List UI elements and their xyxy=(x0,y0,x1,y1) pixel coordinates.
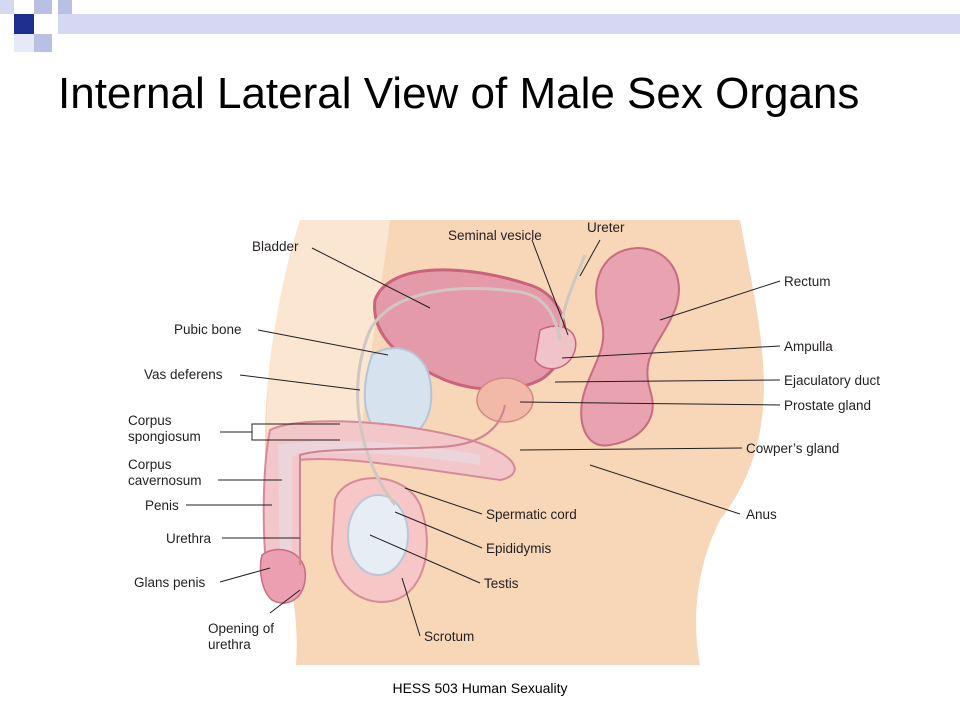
label-opening-urethra-2: urethra xyxy=(208,637,251,652)
label-testis: Testis xyxy=(484,576,519,591)
label-epididymis: Epididymis xyxy=(486,541,552,556)
decor-square-dark xyxy=(14,14,34,34)
label-spermatic-cord: Spermatic cord xyxy=(486,507,577,522)
label-anus: Anus xyxy=(746,507,777,522)
corpus-cavernosum-shape xyxy=(278,441,480,572)
label-corpus-spongiosum: Corpus xyxy=(128,413,172,428)
label-penis: Penis xyxy=(145,498,179,513)
label-pubic-bone: Pubic bone xyxy=(174,322,242,337)
glans-shape xyxy=(259,548,307,604)
vas-deferens-path xyxy=(356,287,562,506)
decor-square-light xyxy=(34,34,52,52)
label-bladder: Bladder xyxy=(252,239,299,254)
label-vas-deferens: Vas deferens xyxy=(144,367,223,382)
prostate-shape xyxy=(476,377,534,423)
label-corpus-spongiosum-2: spongiosum xyxy=(128,429,201,444)
label-rectum: Rectum xyxy=(784,274,831,289)
urethra-path xyxy=(299,404,506,565)
rectum-shape xyxy=(580,247,680,447)
decor-square-mid xyxy=(58,0,72,14)
leader-lines xyxy=(186,239,781,637)
testis-shape xyxy=(347,494,409,576)
label-prostate-gland: Prostate gland xyxy=(784,398,871,413)
label-ureter: Ureter xyxy=(587,220,625,235)
label-ejaculatory-duct: Ejaculatory duct xyxy=(784,373,880,388)
slide-footer: HESS 503 Human Sexuality xyxy=(392,680,568,696)
ureter-path xyxy=(558,254,587,331)
decor-band xyxy=(58,14,960,34)
decor-square-pale xyxy=(14,34,34,52)
pubic-bone-shape xyxy=(363,347,433,442)
label-cowpers-gland: Cowper’s gland xyxy=(746,441,839,456)
decor-square-light xyxy=(34,0,52,14)
slide-title: Internal Lateral View of Male Sex Organs xyxy=(58,69,860,118)
label-corpus-cavernosum: Corpus xyxy=(128,457,172,472)
label-opening-urethra: Opening of xyxy=(208,621,274,636)
label-scrotum: Scrotum xyxy=(424,629,474,644)
slide-decoration xyxy=(0,0,960,52)
label-seminal-vesicle: Seminal vesicle xyxy=(448,228,542,243)
label-glans-penis: Glans penis xyxy=(134,575,206,590)
abdomen-wall xyxy=(266,220,390,450)
label-urethra: Urethra xyxy=(166,531,212,546)
decor-square-pale xyxy=(0,0,14,14)
label-ampulla: Ampulla xyxy=(784,339,833,354)
label-corpus-cavernosum-2: cavernosum xyxy=(128,473,202,488)
